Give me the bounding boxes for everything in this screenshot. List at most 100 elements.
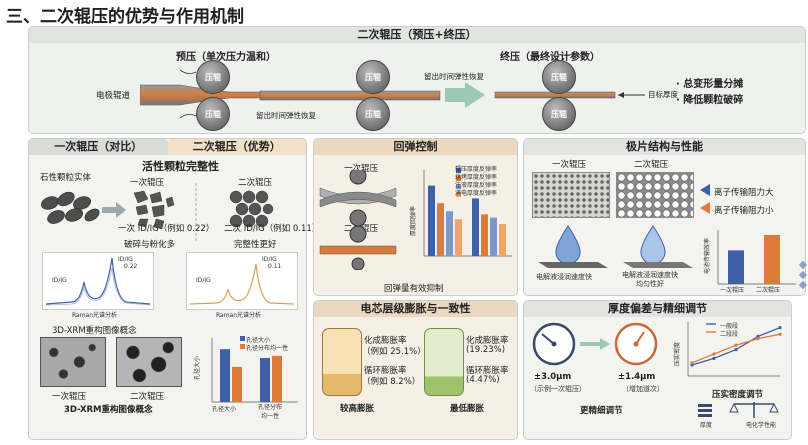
rebound-bar (472, 198, 479, 256)
a-cycle: 循环膨胀率 (364, 366, 407, 376)
thickness-panel: 厚度偏差与精细调节 (523, 300, 792, 440)
page-title: 三、二次辊压的优势与作用机制 (6, 7, 244, 27)
rebound-ylabel: 厚度回弹率 (410, 205, 417, 236)
b-val: (19.23%) (466, 345, 506, 355)
pre-roll-top-2: 压辊 (356, 60, 390, 94)
xrm-image-1 (40, 337, 106, 387)
thickness-point (690, 361, 694, 365)
broken-label: 破碎与粉化多 (124, 240, 176, 250)
rebound-legend-swatch (456, 192, 461, 197)
wet-label-2: 电解液浸润速度快 (622, 271, 678, 279)
pore-cat-2: 孔径分布 均一性 (258, 404, 283, 420)
fine-label: 更精细调节 (580, 406, 623, 416)
a-val: （例如 25.1%） (362, 347, 426, 357)
structure-img-1 (532, 172, 610, 218)
thickness-ylabel: 压实密度 (674, 341, 681, 366)
rebound-legend-swatch (456, 184, 461, 189)
raman1-xlabel: Raman光谱分析 (72, 312, 118, 319)
pre-label: 预压（单次压力温和） (176, 52, 276, 63)
two-roll-label: 二次辊压 (238, 178, 273, 188)
wetting-illustration (538, 225, 693, 268)
particle-illustration (41, 183, 274, 243)
gauge-1 (532, 322, 576, 366)
rebound-legend-3: 满电厚度反弹率 (455, 190, 498, 197)
integrity-subtitle: 活性颗粒完整性 (142, 160, 219, 173)
rebound-footer: 回弹量有效抑制 (384, 284, 444, 294)
thickness-point (756, 334, 760, 338)
b-label: 最低膨胀 (450, 404, 485, 414)
rebound-bar (446, 211, 453, 256)
rebound-bar (490, 217, 497, 256)
structure-one: 一次辊压 (552, 160, 587, 170)
rebound-bar (481, 214, 488, 256)
top-rolling-svg (140, 69, 645, 119)
battery-a (322, 328, 362, 396)
rebound-one: 一次辊压 (344, 164, 379, 174)
expansion-panel: 电芯层级膨胀与一致性 (313, 300, 518, 440)
g1-val: ±3.0μm (534, 372, 572, 382)
gauge-arrow (580, 338, 610, 350)
rebound-legend-0: 辊压厚度反弹率 (455, 166, 498, 173)
thickness-point (778, 332, 782, 336)
structure-two: 二次辊压 (634, 160, 669, 170)
g2-val: ±1.4μm (618, 372, 656, 382)
thickness-point (690, 363, 694, 367)
rebound-legend-swatch (456, 176, 461, 181)
pore-bar (220, 349, 230, 402)
bullet-1: · 总变形量分摊 (676, 79, 744, 90)
structure-chart (717, 230, 796, 285)
rebound-legend-1: 烘烤厚度反弹率 (455, 174, 498, 181)
pore-legend-1: 孔径大小 (246, 337, 271, 344)
structure-header: 极片结构与性能 (524, 139, 805, 155)
pore-ylabel: 孔径大小 (194, 355, 201, 380)
electrode-sheet-2 (259, 90, 441, 101)
thickness-legend-1: 一般段 (720, 323, 739, 330)
raman2-xlabel: Raman光谱分析 (216, 312, 262, 319)
a-rate: 化成膨胀率 (364, 336, 407, 346)
xrm-label-1: 一次辊压 (52, 392, 87, 402)
electrode-label: 电极辊道 (96, 91, 131, 101)
thickness-chart (687, 322, 782, 377)
top-header: 二次辊压（预压+终压） (29, 27, 805, 43)
ion-arrows (700, 184, 710, 214)
structure-bar (764, 235, 780, 284)
raman1-ratio: ID/IG (52, 277, 67, 284)
rebound-chart (423, 168, 512, 257)
top-panel: 二次辊压（预压+终压） (28, 26, 806, 134)
g2-note: （增加道次） (622, 385, 664, 393)
structure-cat-2: 二次辊压 (756, 287, 781, 294)
raman-curve-1 (45, 257, 151, 306)
pre-roll-bottom-1: 压辊 (196, 97, 230, 131)
a-label: 较高膨胀 (340, 404, 375, 414)
balance-icon (698, 402, 779, 418)
pre-roll-top-1: 压辊 (196, 60, 230, 94)
b-cycle: 循环膨胀率 (466, 366, 509, 376)
pore-cat-1: 孔径大小 (212, 406, 237, 413)
wet-label-1: 电解液浸润速度快 (536, 273, 592, 281)
thickness-point (712, 352, 716, 356)
g1-note: （示例一次辊压） (530, 385, 586, 393)
expansion-header: 电芯层级膨胀与一致性 (314, 301, 517, 317)
gauge-2 (614, 322, 658, 366)
pore-legend-2: 孔径分布均一性 (246, 345, 289, 352)
pore-chart (211, 336, 298, 403)
chart-caption: 压实密度调节 (712, 390, 764, 400)
thickness-point (712, 356, 716, 360)
raman-curve-2 (189, 263, 295, 305)
elastic-label-2: 留出时间弹性恢复 (256, 111, 316, 120)
icon-label-thickness: 厚度 (700, 422, 713, 429)
graphite-label: 石性颗粒实体 (40, 173, 92, 183)
ion-arrow-2-label: 离子传输阻力小 (714, 206, 774, 216)
raman2-ratio: ID/IG (196, 277, 211, 284)
intact-label: 完整性更好 (234, 240, 277, 250)
flow-arrow (445, 82, 485, 108)
id-one-label: 一次 ID/IG（例如 0.22） (118, 224, 215, 234)
ion-arrow-1-label: 离子传输阻力大 (714, 188, 774, 198)
rebound-illustration (319, 170, 397, 270)
xrm-label-2: 二次辊压 (130, 392, 165, 402)
raman2-ratio-top: ID/IG (262, 256, 277, 263)
pore-bar (260, 358, 270, 402)
rebound-bar (428, 185, 435, 256)
structure-bar (728, 250, 744, 284)
icon-label-electro: 电化学性能 (746, 422, 777, 429)
